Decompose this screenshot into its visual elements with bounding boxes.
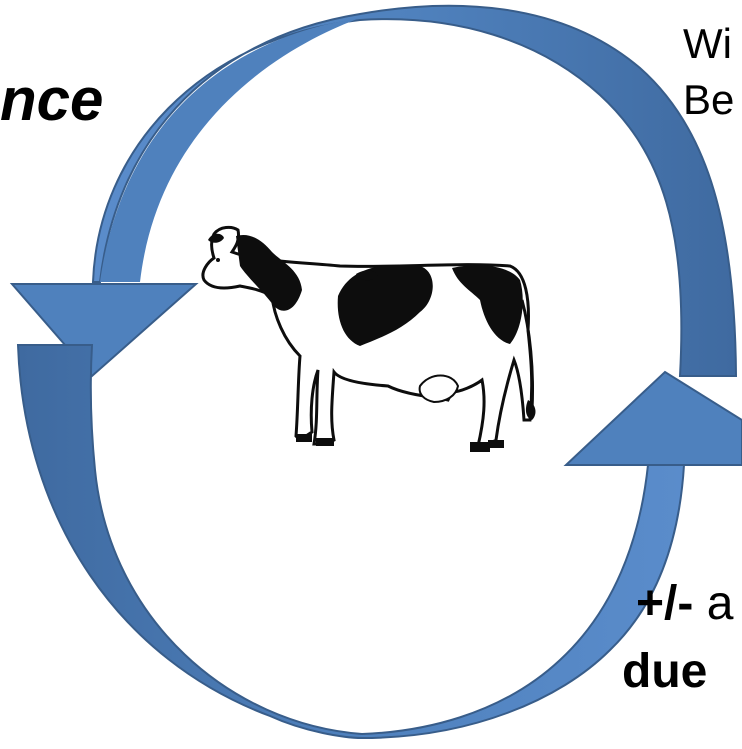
text-fragment-bottom-line1-bold: +/- [636,577,694,630]
text-fragment-top-left: nce [0,66,104,133]
text-fragment-bottom-line1-rest: a [693,577,734,630]
bottom-cycle-arrow-icon [16,344,742,740]
text-fragment-bottom-line2: due [622,645,708,698]
top-cycle-arrow-icon [9,4,738,378]
text-fragment-top-right-line2: Be [683,76,735,123]
cow-icon [201,225,536,452]
text-fragment-top-right-line1: Wi [683,20,732,67]
text-fragment-bottom-line1: +/- a [636,576,733,632]
